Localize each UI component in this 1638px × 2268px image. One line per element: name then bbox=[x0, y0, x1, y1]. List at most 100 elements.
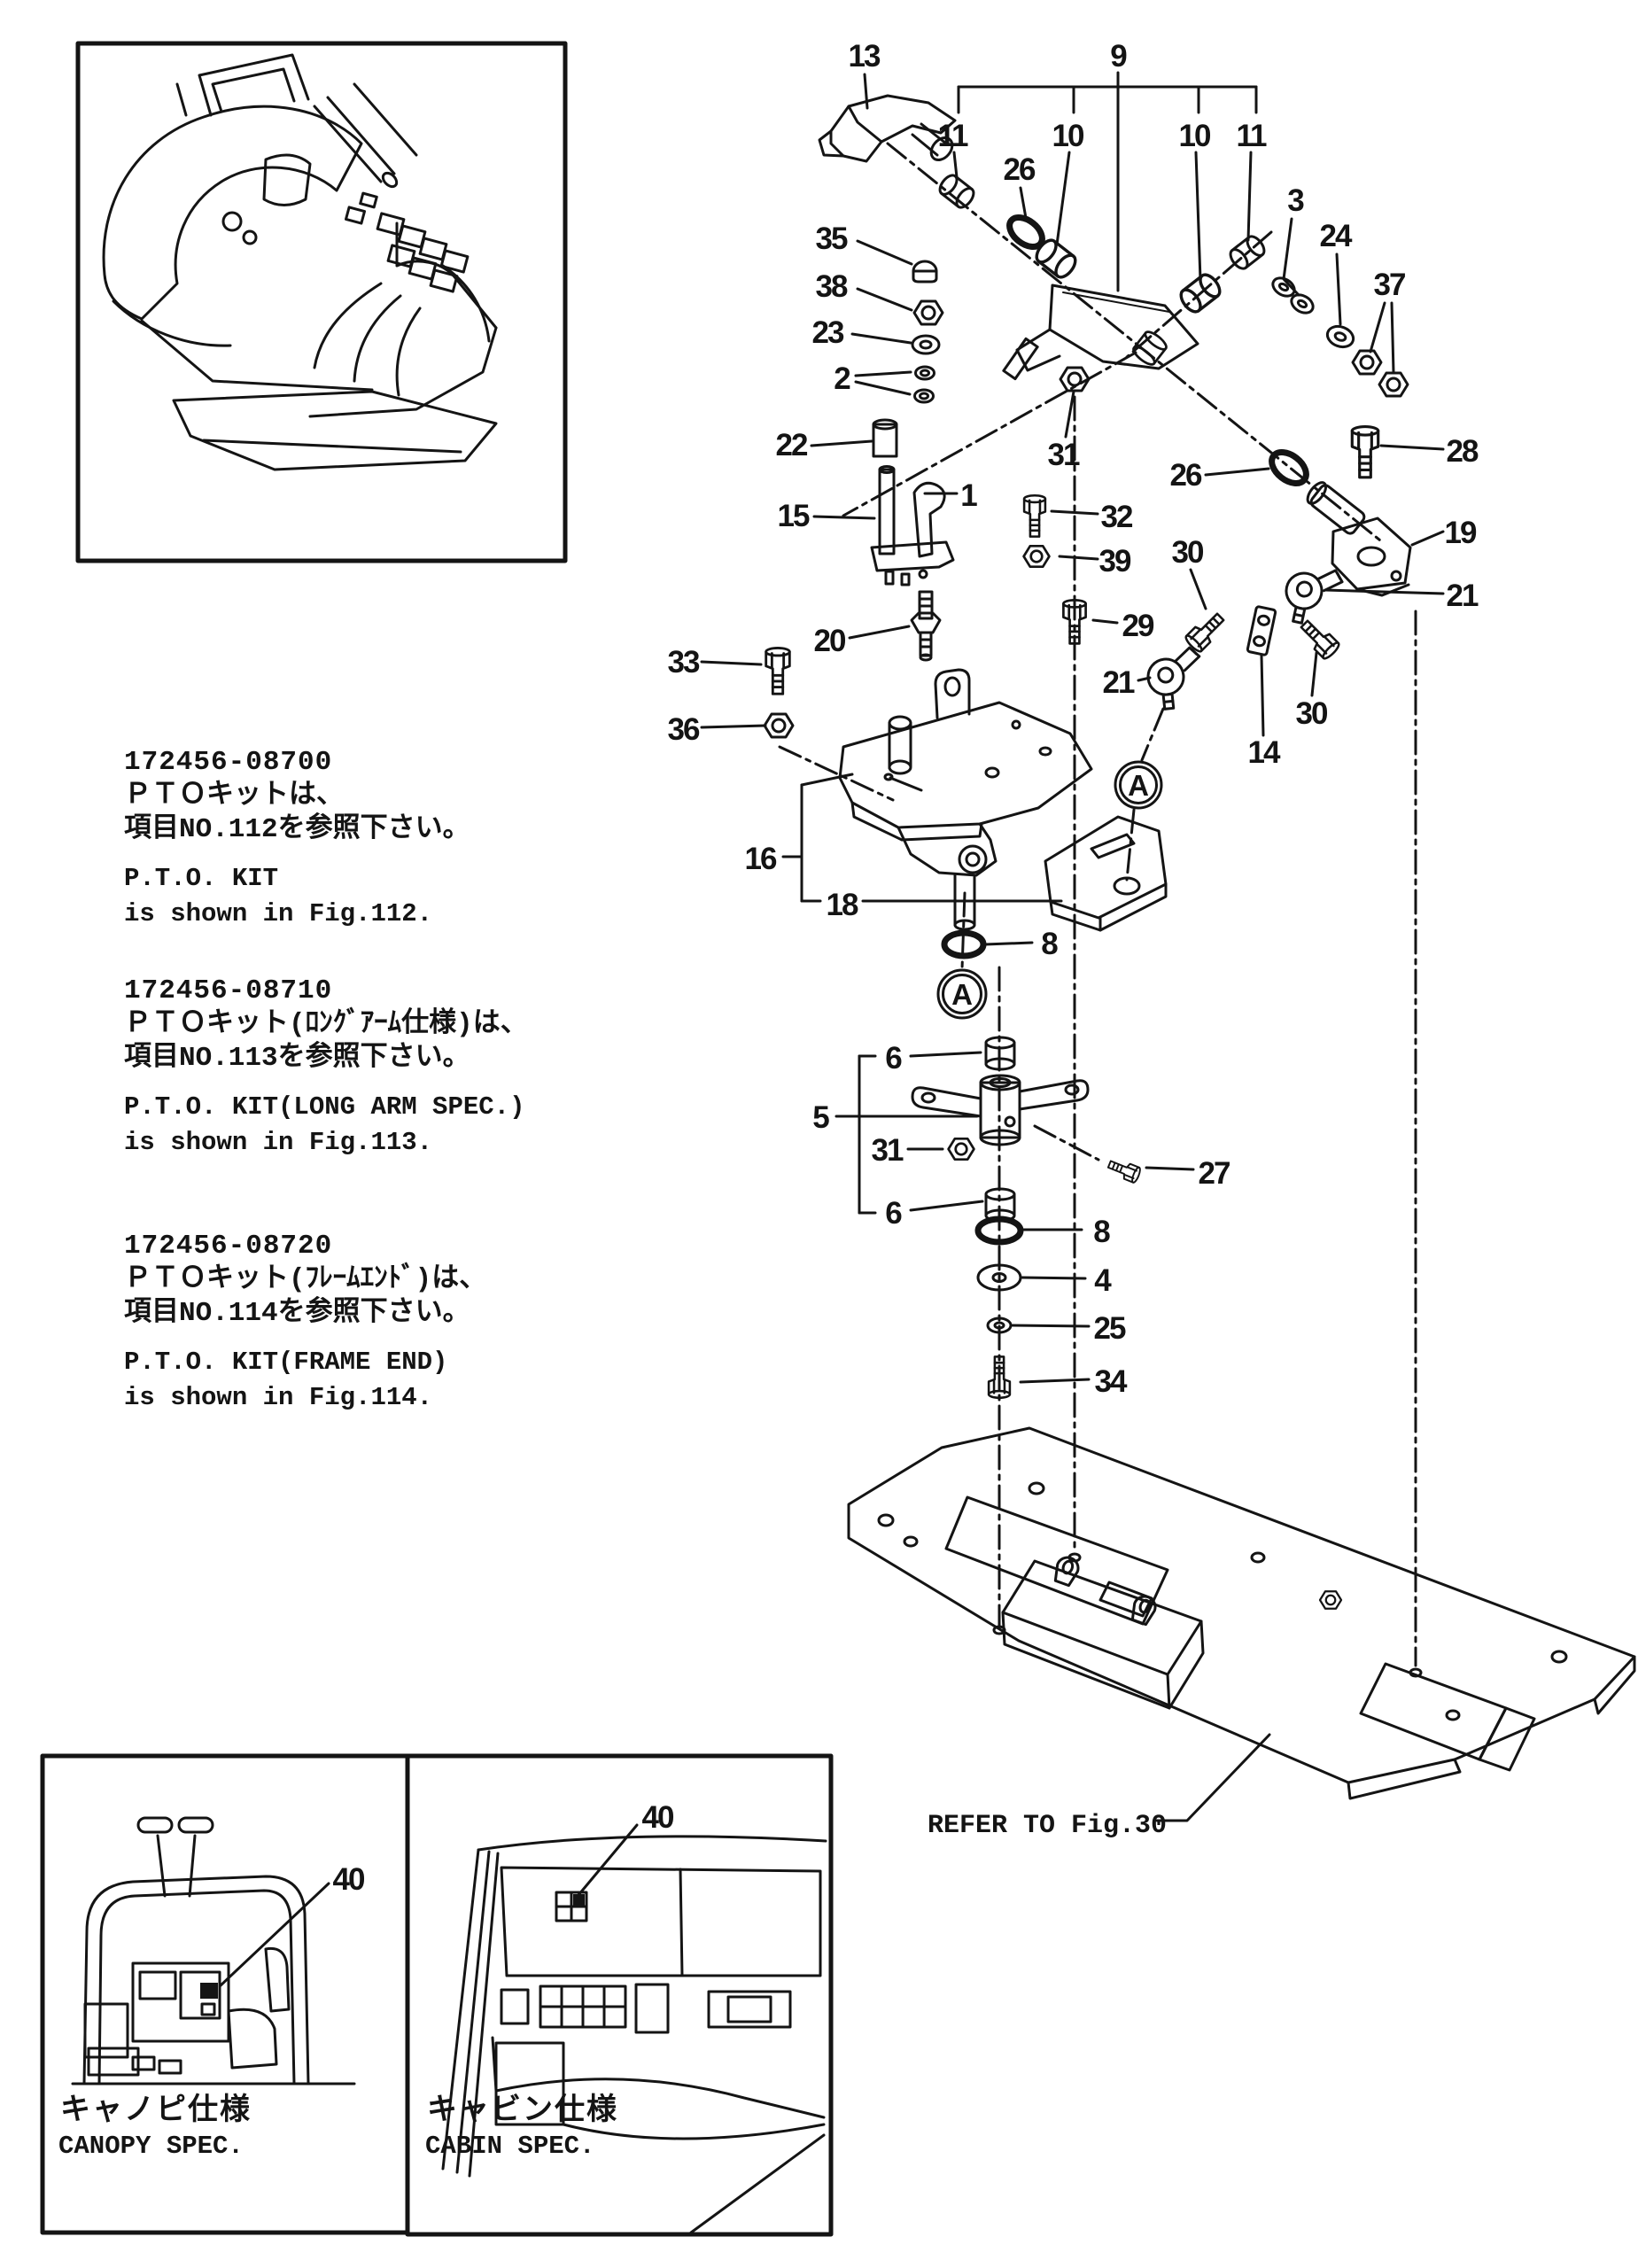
group-bracket-9 bbox=[957, 71, 1258, 292]
note-jp-line: ＰＴＯキットは、 bbox=[124, 781, 344, 812]
part-25-washer bbox=[986, 1317, 1013, 1334]
svg-text:A: A bbox=[951, 978, 973, 1011]
callout-33: 33 bbox=[668, 645, 700, 680]
callout-11a: 11 bbox=[938, 119, 969, 153]
callout-18: 18 bbox=[827, 888, 858, 922]
note-part-no: 172456-08720 bbox=[124, 1231, 333, 1262]
callout-6b: 6 bbox=[885, 1196, 902, 1231]
callout-14: 14 bbox=[1248, 735, 1281, 770]
note-jp-line: ＰＴＯキット(ﾛﾝｸﾞｱｰﾑ仕様)は、 bbox=[124, 1009, 528, 1040]
part-13-hook-lever bbox=[818, 94, 957, 163]
callout-39: 39 bbox=[1099, 544, 1131, 579]
part-1-lever bbox=[912, 481, 946, 558]
cabin-spec-box: キャビン仕様 CABIN SPEC. bbox=[405, 1753, 834, 2237]
part-21-balljoint-a bbox=[1278, 559, 1346, 632]
part-20-grease-fitting bbox=[910, 590, 942, 662]
cabin-spec-en: CABIN SPEC. bbox=[425, 2132, 594, 2161]
callout-30a: 30 bbox=[1172, 535, 1204, 570]
part-8-oring-a bbox=[941, 929, 987, 959]
callout-31a: 31 bbox=[1048, 438, 1080, 472]
detail-marker-a1: A bbox=[1114, 760, 1163, 810]
callout-26a: 26 bbox=[1004, 152, 1036, 187]
callout-2: 2 bbox=[834, 361, 850, 396]
callout-25: 25 bbox=[1094, 1311, 1126, 1346]
canopy-spec-box: キャノピ仕様 CANOPY SPEC. bbox=[40, 1753, 410, 2235]
refer-note: REFER TO Fig.30 bbox=[928, 1811, 1167, 1841]
note-block-08700: 172456-08700 ＰＴＯキットは、 項目NO.112を参照下さい。 P.… bbox=[124, 746, 470, 932]
note-en-line: P.T.O. KIT bbox=[124, 864, 279, 893]
callout-5: 5 bbox=[812, 1100, 829, 1135]
part-26-oring-b bbox=[1269, 449, 1309, 486]
canopy-spec-jp: キャノピ仕様 bbox=[60, 2093, 252, 2126]
callout-36: 36 bbox=[668, 712, 700, 747]
part-28-bolt bbox=[1350, 425, 1380, 479]
callout-9: 9 bbox=[1110, 39, 1127, 74]
callout-37: 37 bbox=[1374, 268, 1405, 302]
part-36-nut bbox=[763, 712, 795, 739]
callout-8a: 8 bbox=[1041, 927, 1058, 961]
callout-35: 35 bbox=[816, 221, 848, 256]
callout-30b: 30 bbox=[1296, 696, 1328, 731]
note-en-line: P.T.O. KIT(FRAME END) bbox=[124, 1348, 448, 1377]
callout-31b: 31 bbox=[872, 1133, 904, 1168]
note-block-08710: 172456-08710 ＰＴＯキット(ﾛﾝｸﾞｱｰﾑ仕様)は、 項目NO.11… bbox=[124, 975, 528, 1161]
part-30-bolt-b bbox=[1295, 615, 1342, 662]
part-2-washer-a bbox=[914, 365, 935, 381]
note-jp-line: 項目NO.113を参照下さい。 bbox=[124, 1043, 470, 1074]
part-2-washer-b bbox=[913, 388, 935, 404]
part-5-swivel bbox=[911, 1074, 1090, 1146]
part-base-bracket bbox=[870, 540, 955, 586]
part-8-oring-b bbox=[974, 1216, 1024, 1246]
machine-inset-box bbox=[75, 41, 568, 563]
center-lines bbox=[778, 142, 1417, 1667]
note-jp-line: ＰＴＯキット(ﾌﾚｰﾑｴﾝﾄﾞ)は、 bbox=[124, 1264, 487, 1295]
part-31-nut-b bbox=[947, 1137, 975, 1161]
callout-22: 22 bbox=[776, 428, 808, 462]
part-18-stopper-plate bbox=[1044, 815, 1168, 932]
note-en-line: is shown in Fig.113. bbox=[124, 1128, 433, 1157]
note-jp-line: 項目NO.112を参照下さい。 bbox=[124, 814, 470, 845]
callout-20: 20 bbox=[814, 624, 846, 658]
part-32-bolt bbox=[1022, 494, 1047, 538]
part-4-washer bbox=[976, 1263, 1022, 1292]
callout-21b: 21 bbox=[1103, 665, 1135, 700]
callout-26b: 26 bbox=[1170, 458, 1202, 493]
callout-8b: 8 bbox=[1093, 1215, 1110, 1249]
part-15-rod bbox=[878, 465, 896, 555]
canopy-drawing bbox=[71, 1816, 356, 2085]
callout-19: 19 bbox=[1445, 516, 1477, 550]
callout-27: 27 bbox=[1199, 1156, 1230, 1191]
callout-11b: 11 bbox=[1237, 119, 1268, 153]
callout-38: 38 bbox=[816, 269, 848, 304]
part-27-plug bbox=[1105, 1155, 1143, 1184]
part-19-valve-bracket bbox=[1306, 481, 1412, 597]
machine-inset-drawing bbox=[102, 53, 498, 471]
callout-32: 32 bbox=[1101, 500, 1133, 534]
callout-15: 15 bbox=[778, 499, 810, 533]
detail-marker-a2: A bbox=[936, 968, 988, 1020]
callout-28: 28 bbox=[1447, 434, 1479, 469]
part-9-pedal bbox=[1002, 284, 1199, 381]
note-block-08720: 172456-08720 ＰＴＯキット(ﾌﾚｰﾑｴﾝﾄﾞ)は、 項目NO.114… bbox=[124, 1230, 486, 1416]
svg-text:A: A bbox=[1128, 769, 1149, 802]
callout-10b: 10 bbox=[1179, 119, 1211, 153]
callout-16: 16 bbox=[745, 842, 777, 876]
callout-40a: 40 bbox=[333, 1862, 365, 1897]
part-11-bushing bbox=[935, 170, 979, 213]
callout-6a: 6 bbox=[885, 1041, 902, 1076]
note-en-line: P.T.O. KIT(LONG ARM SPEC.) bbox=[124, 1092, 525, 1122]
cabin-spec-jp: キャビン仕様 bbox=[427, 2093, 618, 2126]
note-part-no: 172456-08700 bbox=[124, 747, 333, 778]
note-part-no: 172456-08710 bbox=[124, 975, 333, 1006]
callout-23: 23 bbox=[812, 315, 844, 350]
canopy-spec-en: CANOPY SPEC. bbox=[58, 2132, 244, 2161]
callout-40b: 40 bbox=[642, 1800, 674, 1835]
callout-13: 13 bbox=[849, 39, 881, 74]
callout-24: 24 bbox=[1320, 219, 1353, 253]
cabin-drawing bbox=[441, 1835, 827, 2234]
callout-3: 3 bbox=[1287, 183, 1304, 218]
part-22-pin bbox=[872, 418, 898, 458]
part-39-nut bbox=[1022, 544, 1051, 569]
